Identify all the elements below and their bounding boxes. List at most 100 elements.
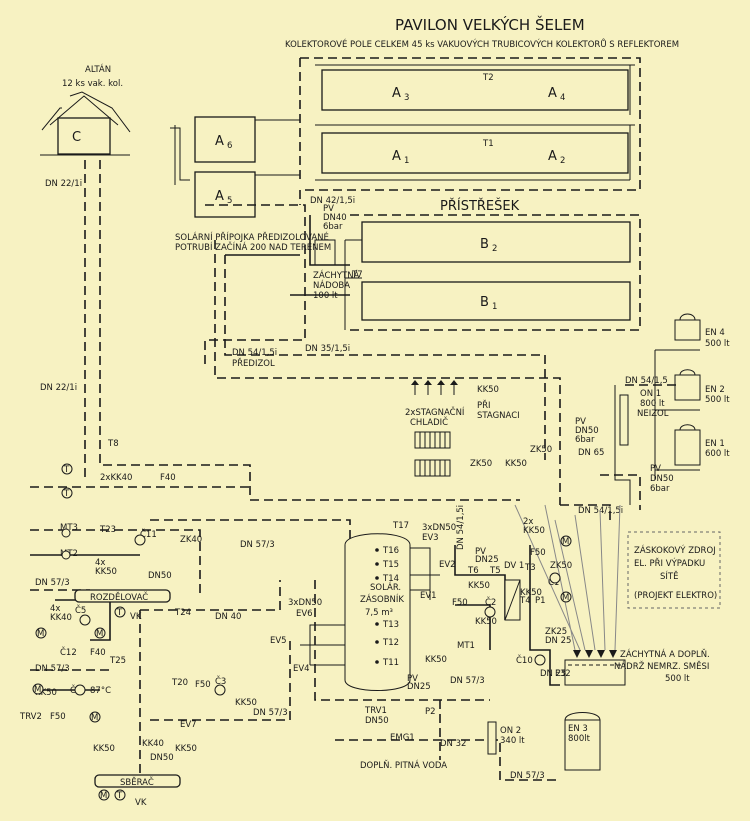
svg-text:T3: T3 — [524, 563, 536, 573]
svg-text:PV: PV — [475, 547, 486, 557]
svg-text:C: C — [72, 130, 81, 145]
svg-text:F50: F50 — [195, 680, 211, 690]
svg-text:87°C: 87°C — [90, 686, 111, 696]
svg-text:A: A — [548, 86, 557, 101]
svg-text:3xDN50: 3xDN50 — [422, 523, 456, 533]
svg-text:ALTÁN: ALTÁN — [85, 63, 111, 75]
svg-text:VK: VK — [135, 798, 147, 808]
svg-text:2x: 2x — [523, 517, 533, 527]
svg-text:DN50: DN50 — [365, 716, 389, 726]
svg-text:M: M — [34, 685, 41, 695]
svg-text:EV3: EV3 — [422, 533, 439, 543]
svg-text:EN 3: EN 3 — [568, 724, 588, 734]
svg-text:SOLÁRNÍ PŘÍPOJKA PŘEDIZOLOVANÉ: SOLÁRNÍ PŘÍPOJKA PŘEDIZOLOVANÉ — [175, 231, 329, 243]
svg-text:T4: T4 — [519, 596, 531, 606]
svg-text:100 lt: 100 lt — [313, 291, 338, 301]
svg-text:PŘEDIZOL: PŘEDIZOL — [232, 358, 275, 369]
svg-text:500 lt: 500 lt — [705, 395, 730, 405]
svg-text:DN 22/1i: DN 22/1i — [45, 179, 82, 189]
svg-text:T6: T6 — [467, 566, 479, 576]
svg-text:EN 1: EN 1 — [705, 439, 725, 449]
svg-text:T7: T7 — [351, 270, 363, 280]
svg-text:4x: 4x — [95, 558, 105, 568]
svg-text:M: M — [37, 629, 44, 639]
svg-text:T: T — [63, 465, 70, 475]
catch-tank — [514, 504, 626, 686]
svg-text:KK50: KK50 — [520, 588, 542, 598]
svg-text:2xKK40: 2xKK40 — [100, 473, 132, 483]
svg-text:F50: F50 — [530, 548, 546, 558]
altan-gazebo: ALTÁN 12 ks vak. kol. C — [40, 63, 131, 156]
svg-text:STAGNACI: STAGNACI — [477, 411, 520, 421]
svg-text:KK50: KK50 — [235, 698, 257, 708]
distribution-section: T8 2xKK40 F40 MT3 T23 Č11 MT2 4x KK50 ZK… — [19, 439, 257, 808]
svg-text:DN50: DN50 — [650, 474, 674, 484]
svg-text:DN40: DN40 — [323, 213, 347, 223]
svg-text:2: 2 — [492, 244, 497, 254]
svg-text:DN 54/1,5i: DN 54/1,5i — [456, 505, 466, 550]
svg-text:NÁDOBA: NÁDOBA — [313, 279, 350, 291]
instrument-symbols: T T M M T M M M T — [32, 463, 226, 801]
svg-text:PV: PV — [323, 204, 334, 214]
svg-text:ROZDĚLOVAČ: ROZDĚLOVAČ — [90, 591, 148, 603]
svg-text:M: M — [91, 713, 98, 723]
svg-text:P2: P2 — [425, 707, 436, 717]
svg-text:MT1: MT1 — [457, 641, 475, 651]
svg-text:T5: T5 — [489, 566, 501, 576]
svg-text:T11: T11 — [382, 658, 399, 668]
heat-exchanger-area: T6 KK50 T5 DV 1 T3 T4 P1 Č1 Č2 F50 KK50 … — [425, 517, 572, 679]
svg-text:340 lt: 340 lt — [500, 736, 525, 746]
svg-text:DN50: DN50 — [150, 753, 174, 763]
svg-text:DN50: DN50 — [575, 426, 599, 436]
svg-text:DN 54/1,5i: DN 54/1,5i — [578, 506, 623, 516]
svg-text:SBĚRAČ: SBĚRAČ — [120, 776, 154, 788]
pavilion-title: PAVILON VELKÝCH ŠELEM — [395, 15, 585, 34]
svg-text:7,5 m³: 7,5 m³ — [365, 608, 393, 618]
svg-text:DN 32: DN 32 — [440, 739, 466, 749]
svg-text:POTRUBÍ ZAČÍNÁ 200 NAD TERÉNEM: POTRUBÍ ZAČÍNÁ 200 NAD TERÉNEM — [175, 241, 331, 253]
svg-text:EV1: EV1 — [420, 591, 437, 601]
svg-text:PŘÍSTŘEŠEK: PŘÍSTŘEŠEK — [440, 198, 520, 214]
svg-text:M: M — [96, 629, 103, 639]
svg-text:SOLÁR.: SOLÁR. — [370, 581, 401, 593]
svg-text:T16: T16 — [382, 546, 399, 556]
svg-text:KK50: KK50 — [175, 744, 197, 754]
svg-text:KK40: KK40 — [142, 739, 164, 749]
pipe-labels: DN 22/1i DN 22/1i DN 42/1,5i DN 54/1,5i … — [35, 179, 668, 781]
svg-text:2xSTAGNAČNÍ: 2xSTAGNAČNÍ — [405, 406, 465, 418]
svg-text:4x: 4x — [50, 604, 60, 614]
svg-text:800lt: 800lt — [568, 734, 591, 744]
svg-text:500 lt: 500 lt — [705, 339, 730, 349]
svg-text:ZÁCHYTNÁ A DOPLŇ.: ZÁCHYTNÁ A DOPLŇ. — [620, 648, 710, 660]
expansion-tanks: EN 4 500 lt EN 2 500 lt EN 1 600 lt ON 1… — [487, 313, 730, 771]
svg-text:DN 57/3: DN 57/3 — [240, 540, 275, 550]
svg-text:T: T — [116, 608, 123, 618]
svg-text:DN 54/1,5i: DN 54/1,5i — [232, 348, 277, 358]
svg-text:ON 2: ON 2 — [500, 726, 521, 736]
svg-text:T: T — [63, 489, 70, 499]
svg-text:F50: F50 — [452, 598, 468, 608]
svg-text:T13: T13 — [382, 620, 399, 630]
svg-text:800 lt: 800 lt — [640, 399, 665, 409]
svg-text:SÍTĚ: SÍTĚ — [660, 570, 678, 582]
svg-text:KK50: KK50 — [93, 744, 115, 754]
svg-text:KK50: KK50 — [475, 617, 497, 627]
svg-text:EMG1: EMG1 — [390, 733, 415, 743]
svg-text:Č12: Č12 — [60, 646, 77, 658]
notes: SOLÁRNÍ PŘÍPOJKA PŘEDIZOLOVANÉ POTRUBÍ Z… — [175, 204, 721, 771]
pipe-network — [30, 160, 680, 781]
svg-text:PV: PV — [575, 417, 586, 427]
svg-text:3xDN50: 3xDN50 — [288, 598, 322, 608]
solar-storage-tank: SOLÁR. ZÁSOBNÍK 7,5 m³ T16 T15 T14 T13 T… — [270, 521, 499, 726]
svg-text:DOPLŇ. PITNÁ VODA: DOPLŇ. PITNÁ VODA — [360, 759, 447, 771]
svg-text:ZK25: ZK25 — [545, 627, 567, 637]
svg-text:ZÁSKOKOVÝ ZDROJ: ZÁSKOKOVÝ ZDROJ — [634, 544, 716, 556]
svg-text:EV5: EV5 — [270, 636, 287, 646]
svg-text:T24: T24 — [174, 608, 191, 618]
svg-text:Č5: Č5 — [75, 604, 86, 616]
svg-text:Č3: Č3 — [215, 675, 226, 687]
svg-text:F40: F40 — [160, 473, 176, 483]
